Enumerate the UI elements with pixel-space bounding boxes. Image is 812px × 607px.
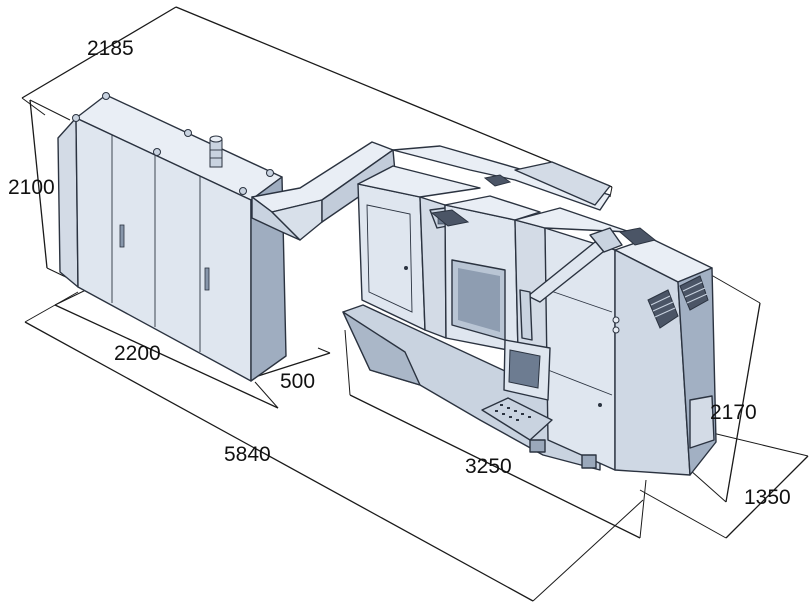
- label-overall-length: 5840: [224, 443, 271, 466]
- label-machine-height: 2170: [710, 401, 757, 424]
- label-machine-length: 3250: [465, 455, 512, 478]
- control-panel: [481, 339, 553, 441]
- electrical-cabinet: [57, 92, 287, 382]
- label-overall-depth: 2185: [87, 37, 134, 60]
- dimension-lines: [21, 6, 809, 602]
- label-cabinet-height: 2100: [8, 176, 55, 199]
- label-machine-depth: 1350: [744, 486, 791, 509]
- dimension-labels: 2185 2100 2200 500 5840 3250 2170 1350: [8, 37, 791, 509]
- vent-grille-icon: [647, 275, 709, 329]
- machine-tool: [342, 145, 717, 476]
- label-duct-gap: 500: [280, 370, 315, 393]
- signal-tower-icon: [209, 138, 223, 168]
- label-cabinet-length: 2200: [114, 342, 161, 365]
- cable-duct: [251, 141, 396, 241]
